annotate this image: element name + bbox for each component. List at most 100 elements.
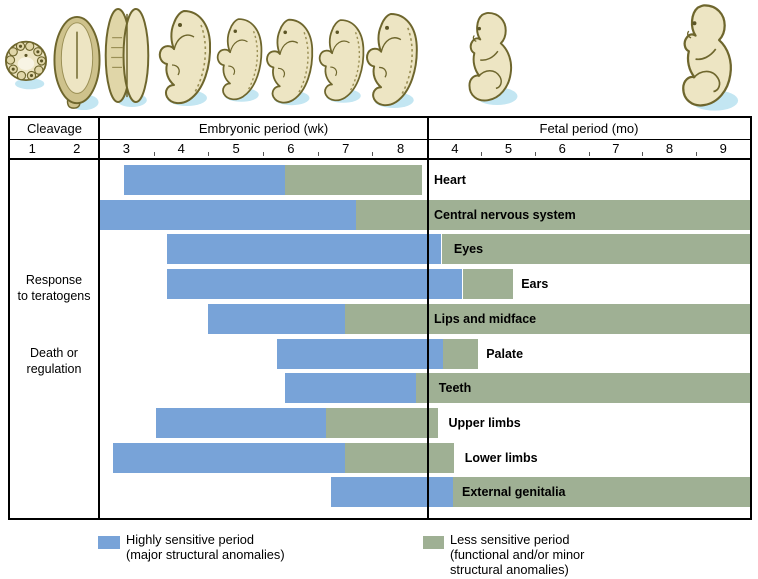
axis-tick — [642, 152, 644, 156]
week-number: 1 — [28, 141, 36, 156]
chart-row: Lips and midface — [99, 303, 750, 334]
highly-sensitive-bar — [167, 234, 442, 265]
month-number: 8 — [665, 141, 674, 156]
legend-line: (functional and/or minor — [450, 547, 585, 562]
header-cleavage: Cleavage — [27, 121, 82, 136]
week-number: 2 — [73, 141, 81, 156]
less-sensitive-bar — [441, 234, 750, 265]
week-number: 7 — [342, 141, 350, 156]
axis-tick — [317, 152, 319, 156]
month-number: 9 — [719, 141, 727, 156]
month-number: 5 — [504, 141, 513, 156]
chart-row: Ears — [99, 269, 750, 300]
highly-sensitive-bar — [99, 199, 356, 230]
development-stages-illustration — [4, 3, 740, 113]
embryonic-disc-icon — [53, 15, 101, 112]
axis-tick — [263, 152, 264, 156]
header-embryonic-period: Embryonic period (wk) — [198, 121, 329, 136]
header-fetal-period: Fetal period (mo) — [539, 121, 639, 136]
highly-sensitive-legend-label: Highly sensitive period (major structura… — [126, 532, 285, 562]
less-sensitive-bar — [416, 373, 750, 404]
legend-line: Highly sensitive period — [126, 532, 255, 547]
week-number: 8 — [396, 141, 405, 156]
less-sensitive-bar — [325, 407, 438, 438]
embryonic-fetal-divider — [427, 118, 429, 518]
less-sensitive-bar — [452, 477, 750, 508]
axis-tick — [153, 152, 155, 156]
organ-label: Teeth — [438, 381, 472, 396]
axis-tick — [588, 152, 590, 156]
embryonic-week-numbers: 3 4 5 6 7 8 — [99, 140, 428, 158]
early-fetus-icon — [468, 11, 519, 107]
less-sensitive-bar — [355, 199, 750, 230]
embryo-week8-icon — [366, 12, 418, 110]
chart-row: Lower limbs — [99, 442, 750, 473]
morula-icon — [4, 40, 48, 91]
axis-tick — [372, 152, 374, 156]
organ-label: Heart — [434, 173, 466, 187]
axis-tick — [208, 152, 210, 156]
week-number: 4 — [177, 141, 185, 156]
organ-label: External genitalia — [462, 485, 566, 500]
chart-row: Eyes — [99, 234, 750, 265]
period-header-row: Cleavage Embryonic period (wk) Fetal per… — [10, 118, 750, 140]
neural-plate-embryo-icon — [104, 7, 150, 108]
highly-sensitive-bar — [112, 442, 345, 473]
less-sensitive-legend-label: Less sensitive period (functional and/or… — [450, 532, 584, 577]
organ-label: Lips and midface — [434, 311, 537, 326]
chart-row: Central nervous system — [99, 199, 750, 230]
chart-row: Teeth — [99, 373, 750, 404]
embryo-week4-icon — [158, 9, 212, 108]
embryo-week6-icon — [266, 18, 314, 107]
embryo-week7-icon — [318, 19, 365, 104]
week-number: 3 — [122, 141, 131, 156]
legend-line: structural anomalies) — [450, 562, 569, 577]
sensitivity-chart: Response to teratogens Death or regulati… — [10, 161, 750, 518]
highly-sensitive-bar — [156, 407, 326, 438]
late-fetus-icon — [681, 3, 740, 113]
organ-label: Central nervous system — [434, 207, 576, 222]
cleavage-embryonic-divider — [98, 118, 100, 518]
organ-label: Eyes — [453, 242, 484, 257]
less-sensitive-bar — [284, 165, 422, 195]
organ-label: Ears — [521, 277, 549, 292]
highly-sensitive-bar — [331, 477, 453, 508]
month-number: 7 — [612, 141, 620, 156]
highly-sensitive-bar — [167, 269, 463, 300]
week-number: 6 — [287, 141, 295, 156]
embryo-week5-icon — [216, 18, 263, 103]
side-label-line: Death or — [30, 346, 78, 360]
highly-sensitive-bar — [208, 303, 345, 334]
legend-line: Less sensitive period — [450, 532, 570, 547]
less-sensitive-bar — [345, 442, 454, 473]
less-sensitive-bar — [345, 303, 750, 334]
highly-sensitive-bar — [123, 165, 285, 195]
highly-sensitive-swatch — [98, 536, 120, 549]
axis-tick — [534, 152, 536, 156]
axis-tick — [480, 152, 482, 156]
week-number: 5 — [232, 141, 240, 156]
chart-row: Upper limbs — [99, 407, 750, 438]
timeline-table: Cleavage Embryonic period (wk) Fetal per… — [8, 116, 752, 520]
response-to-teratogens-label: Response to teratogens — [10, 272, 98, 304]
axis-tick — [696, 152, 698, 156]
less-sensitive-bar — [462, 269, 514, 300]
organ-label: Lower limbs — [464, 450, 538, 465]
chart-row: Heart — [99, 165, 750, 195]
organ-label: Upper limbs — [448, 415, 521, 430]
chart-row: External genitalia — [99, 477, 750, 508]
side-label-line: Response — [25, 273, 83, 287]
organ-label: Palate — [486, 346, 524, 361]
highly-sensitive-bar — [276, 338, 444, 369]
less-sensitive-bar — [443, 338, 479, 369]
death-or-regulation-label: Death or regulation — [10, 345, 98, 377]
less-sensitive-swatch — [423, 536, 444, 549]
side-label-line: regulation — [26, 362, 82, 376]
side-label-line: to teratogens — [17, 289, 91, 303]
legend-line: (major structural anomalies) — [126, 547, 285, 562]
month-number: 6 — [558, 141, 566, 156]
chart-row: Palate — [99, 338, 750, 369]
